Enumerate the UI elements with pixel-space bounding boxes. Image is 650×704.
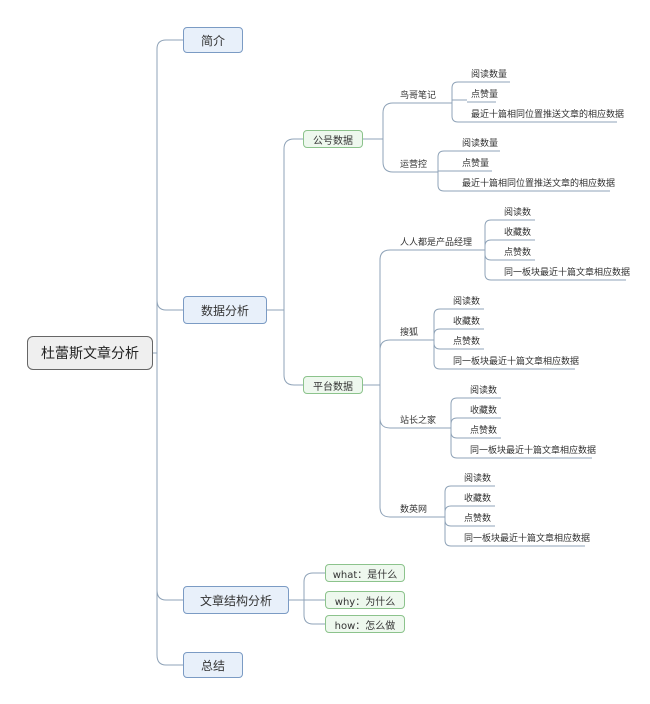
subtopic-like-count[interactable]: 点赞数 xyxy=(504,248,532,258)
subtopic-same-section-ten[interactable]: 同一板块最近十篇文章相应数据 xyxy=(504,268,631,278)
topic-summary[interactable]: 总结 xyxy=(183,652,243,678)
subtopic-like-count[interactable]: 点赞量 xyxy=(462,159,490,169)
root-topic[interactable]: 杜蕾斯文章分析 xyxy=(27,336,153,370)
subtopic-same-section-ten[interactable]: 同一板块最近十篇文章相应数据 xyxy=(470,446,597,456)
subtopic-like-count[interactable]: 点赞数 xyxy=(470,426,498,436)
topic-what[interactable]: what：是什么 xyxy=(325,564,405,582)
topic-platform-data[interactable]: 平台数据 xyxy=(303,376,363,394)
subtopic-same-section-ten[interactable]: 同一板块最近十篇文章相应数据 xyxy=(464,534,591,544)
subtopic-like-count[interactable]: 点赞量 xyxy=(471,90,499,100)
subtopic-read-count[interactable]: 阅读数量 xyxy=(471,70,508,80)
topic-niaoge-notes[interactable]: 鸟哥笔记 xyxy=(400,91,437,101)
subtopic-favorite-count[interactable]: 收藏数 xyxy=(453,317,481,327)
topic-intro[interactable]: 简介 xyxy=(183,27,243,53)
subtopic-read-count[interactable]: 阅读数 xyxy=(464,474,492,484)
subtopic-like-count[interactable]: 点赞数 xyxy=(464,514,492,524)
topic-article-structure[interactable]: 文章结构分析 xyxy=(183,586,289,614)
subtopic-favorite-count[interactable]: 收藏数 xyxy=(504,228,532,238)
subtopic-like-count[interactable]: 点赞数 xyxy=(453,337,481,347)
topic-official-account-data[interactable]: 公号数据 xyxy=(303,130,363,148)
topic-how[interactable]: how：怎么做 xyxy=(325,615,405,633)
subtopic-recent-ten[interactable]: 最近十篇相同位置推送文章的相应数据 xyxy=(462,179,616,189)
topic-chinaz[interactable]: 站长之家 xyxy=(400,416,437,426)
subtopic-favorite-count[interactable]: 收藏数 xyxy=(464,494,492,504)
subtopic-read-count[interactable]: 阅读数 xyxy=(470,386,498,396)
subtopic-same-section-ten[interactable]: 同一板块最近十篇文章相应数据 xyxy=(453,357,580,367)
subtopic-read-count[interactable]: 阅读数 xyxy=(453,297,481,307)
subtopic-recent-ten[interactable]: 最近十篇相同位置推送文章的相应数据 xyxy=(471,110,625,120)
subtopic-read-count[interactable]: 阅读数 xyxy=(504,208,532,218)
topic-yunyingkong[interactable]: 运营控 xyxy=(400,160,428,170)
topic-why[interactable]: why：为什么 xyxy=(325,591,405,609)
topic-woshipm[interactable]: 人人都是产品经理 xyxy=(400,238,473,248)
topic-digitaling[interactable]: 数英网 xyxy=(400,505,428,515)
topic-data-analysis[interactable]: 数据分析 xyxy=(183,296,267,324)
subtopic-read-count[interactable]: 阅读数量 xyxy=(462,139,499,149)
topic-sohu[interactable]: 搜狐 xyxy=(400,328,419,338)
subtopic-favorite-count[interactable]: 收藏数 xyxy=(470,406,498,416)
